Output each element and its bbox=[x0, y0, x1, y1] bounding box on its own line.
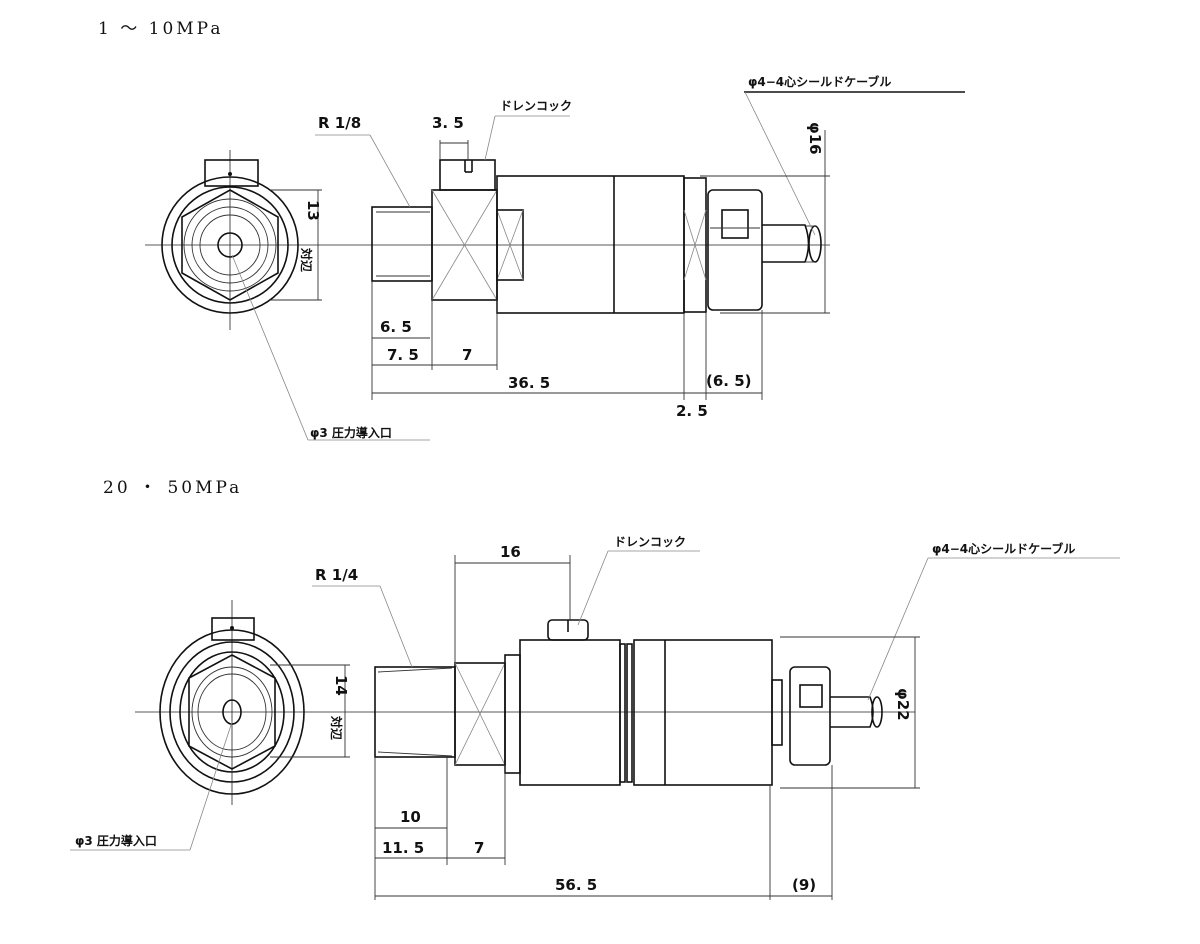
top-sensor-body bbox=[371, 159, 822, 314]
bottom-sensor-body bbox=[374, 619, 883, 786]
top-end-view: φ3 圧力導入口 13 対辺 bbox=[145, 150, 830, 441]
top-dim-36-5: 36. 5 bbox=[508, 374, 550, 392]
top-drain-label: ドレンコック bbox=[500, 99, 572, 113]
bottom-thread-label: R 1/4 bbox=[315, 566, 358, 584]
bottom-dim-7: 7 bbox=[474, 839, 484, 857]
top-dim-7-5: 7. 5 bbox=[387, 346, 419, 364]
bottom-dim-11-5: 11. 5 bbox=[382, 839, 424, 857]
bottom-dim-10: 10 bbox=[400, 808, 421, 826]
bottom-cable-label: φ4−4心シールドケーブル bbox=[932, 541, 1075, 556]
bottom-dim-9-ref: (9) bbox=[792, 876, 816, 894]
top-dim-3-5: 3. 5 bbox=[432, 114, 464, 132]
bottom-inlet-label: φ3 圧力導入口 bbox=[75, 833, 157, 848]
bottom-across-flats-value: 14 bbox=[332, 675, 350, 696]
top-inlet-label: φ3 圧力導入口 bbox=[310, 425, 392, 440]
top-diameter: φ16 bbox=[806, 122, 824, 155]
bottom-drain-label: ドレンコック bbox=[614, 535, 686, 549]
top-across-flats-value: 13 bbox=[304, 200, 322, 221]
bottom-dim-16: 16 bbox=[500, 543, 521, 561]
top-dim-2-5: 2. 5 bbox=[676, 402, 708, 420]
bottom-title: 20 ・ 50MPa bbox=[103, 478, 242, 498]
top-across-flats-label: 対辺 bbox=[299, 247, 314, 272]
top-drawing: 1 〜 10MPa φ3 圧力導入口 13 対辺 bbox=[98, 19, 965, 441]
top-title: 1 〜 10MPa bbox=[98, 19, 223, 39]
bottom-drawing: 20 ・ 50MPa φ3 圧力導入口 14 対辺 bbox=[70, 478, 1120, 900]
bottom-dim-56-5: 56. 5 bbox=[555, 876, 597, 894]
top-cable-label: φ4−4心シールドケーブル bbox=[748, 74, 891, 89]
top-dim-6-5-ref: (6. 5) bbox=[706, 372, 752, 390]
top-dim-7: 7 bbox=[462, 346, 472, 364]
bottom-across-flats-label: 対辺 bbox=[329, 715, 344, 740]
bottom-end-view: φ3 圧力導入口 14 対辺 bbox=[70, 600, 915, 851]
top-dim-6-5: 6. 5 bbox=[380, 318, 412, 336]
top-thread-label: R 1/8 bbox=[318, 114, 361, 132]
bottom-diameter: φ22 bbox=[894, 688, 912, 721]
